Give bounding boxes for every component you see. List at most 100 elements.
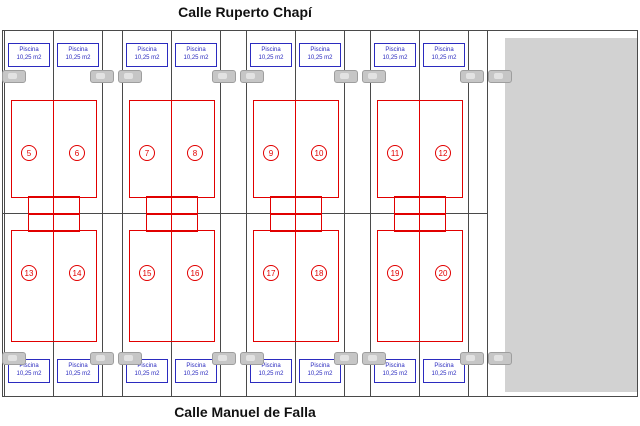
car-icon bbox=[362, 352, 386, 365]
car-icon bbox=[240, 70, 264, 83]
car-icon bbox=[240, 352, 264, 365]
pool-label: Piscina bbox=[19, 47, 39, 54]
pool-box: Piscina 10,25 m2 bbox=[299, 43, 341, 67]
car-icon bbox=[460, 352, 484, 365]
house-outline-bottom bbox=[11, 230, 97, 342]
pool-label: Piscina bbox=[186, 47, 206, 54]
party-wall-line bbox=[53, 213, 54, 340]
house-patio-top bbox=[28, 196, 80, 215]
plot-number: 9 bbox=[263, 145, 279, 161]
pool-area: 10,25 m2 bbox=[307, 55, 333, 61]
car-icon bbox=[90, 70, 114, 83]
pool-label: Piscina bbox=[261, 363, 281, 370]
pool-label: Piscina bbox=[310, 47, 330, 54]
car-icon bbox=[362, 70, 386, 83]
pool-box: Piscina 10,25 m2 bbox=[250, 359, 292, 383]
pool-area: 10,25 m2 bbox=[134, 371, 160, 377]
plot-block-3: Piscina 10,25 m2 Piscina 10,25 m2 Piscin… bbox=[246, 30, 345, 396]
party-wall-line bbox=[295, 213, 296, 340]
house-patio-top bbox=[394, 196, 446, 215]
pool-label: Piscina bbox=[137, 47, 157, 54]
house-outline-top bbox=[253, 100, 339, 198]
pool-area: 10,25 m2 bbox=[258, 55, 284, 61]
house-outline-bottom bbox=[253, 230, 339, 342]
pool-label: Piscina bbox=[434, 47, 454, 54]
car-icon bbox=[488, 70, 512, 83]
pool-label: Piscina bbox=[261, 47, 281, 54]
pool-label: Piscina bbox=[434, 363, 454, 370]
pool-box: Piscina 10,25 m2 bbox=[175, 359, 217, 383]
pool-area: 10,25 m2 bbox=[16, 371, 42, 377]
party-wall-line bbox=[171, 100, 172, 213]
right-boundary-line bbox=[487, 30, 488, 396]
party-wall-line bbox=[419, 213, 420, 340]
pool-area: 10,25 m2 bbox=[307, 371, 333, 377]
pool-area: 10,25 m2 bbox=[65, 55, 91, 61]
car-icon bbox=[118, 70, 142, 83]
car-icon bbox=[118, 352, 142, 365]
plot-number: 15 bbox=[139, 265, 155, 281]
car-icon bbox=[334, 352, 358, 365]
plot-block-4: Piscina 10,25 m2 Piscina 10,25 m2 Piscin… bbox=[370, 30, 469, 396]
plot-number: 13 bbox=[21, 265, 37, 281]
empty-gray-area bbox=[505, 38, 637, 392]
plot-number: 19 bbox=[387, 265, 403, 281]
house-outline-top bbox=[129, 100, 215, 198]
plot-number: 8 bbox=[187, 145, 203, 161]
pool-box: Piscina 10,25 m2 bbox=[175, 43, 217, 67]
pool-area: 10,25 m2 bbox=[183, 371, 209, 377]
pool-label: Piscina bbox=[186, 363, 206, 370]
car-icon bbox=[90, 352, 114, 365]
house-outline-top bbox=[377, 100, 463, 198]
house-outline-bottom bbox=[129, 230, 215, 342]
house-outline-bottom bbox=[377, 230, 463, 342]
plot-block-1: Piscina 10,25 m2 Piscina 10,25 m2 Piscin… bbox=[4, 30, 103, 396]
pool-box: Piscina 10,25 m2 bbox=[423, 359, 465, 383]
party-wall-line bbox=[171, 213, 172, 340]
pool-label: Piscina bbox=[137, 363, 157, 370]
house-patio-top bbox=[146, 196, 198, 215]
pool-area: 10,25 m2 bbox=[65, 371, 91, 377]
house-patio-bottom bbox=[270, 213, 322, 232]
plot-number: 17 bbox=[263, 265, 279, 281]
plot-number: 18 bbox=[311, 265, 327, 281]
party-wall-line bbox=[419, 100, 420, 213]
car-icon bbox=[488, 352, 512, 365]
party-wall-line bbox=[295, 100, 296, 213]
pool-box: Piscina 10,25 m2 bbox=[8, 43, 50, 67]
pool-box: Piscina 10,25 m2 bbox=[250, 43, 292, 67]
street-name-bottom: Calle Manuel de Falla bbox=[174, 404, 316, 420]
plot-number: 7 bbox=[139, 145, 155, 161]
plot-number: 10 bbox=[311, 145, 327, 161]
pool-label: Piscina bbox=[385, 47, 405, 54]
plot-number: 6 bbox=[69, 145, 85, 161]
pool-box: Piscina 10,25 m2 bbox=[126, 43, 168, 67]
plot-number: 12 bbox=[435, 145, 451, 161]
house-patio-bottom bbox=[28, 213, 80, 232]
pool-area: 10,25 m2 bbox=[431, 55, 457, 61]
party-wall-line bbox=[53, 100, 54, 213]
car-icon bbox=[2, 70, 26, 83]
car-icon bbox=[212, 70, 236, 83]
house-patio-top bbox=[270, 196, 322, 215]
plot-number: 14 bbox=[69, 265, 85, 281]
street-name-top: Calle Ruperto Chapí bbox=[178, 4, 312, 20]
pool-label: Piscina bbox=[68, 47, 88, 54]
pool-label: Piscina bbox=[310, 363, 330, 370]
car-icon bbox=[460, 70, 484, 83]
pool-area: 10,25 m2 bbox=[431, 371, 457, 377]
plot-number: 5 bbox=[21, 145, 37, 161]
pool-label: Piscina bbox=[19, 363, 39, 370]
house-outline-top bbox=[11, 100, 97, 198]
house-patio-bottom bbox=[394, 213, 446, 232]
pool-area: 10,25 m2 bbox=[134, 55, 160, 61]
house-patio-bottom bbox=[146, 213, 198, 232]
pool-box: Piscina 10,25 m2 bbox=[57, 43, 99, 67]
mid-plot-line bbox=[2, 213, 488, 214]
car-icon bbox=[2, 352, 26, 365]
pool-box: Piscina 10,25 m2 bbox=[423, 43, 465, 67]
pool-box: Piscina 10,25 m2 bbox=[374, 43, 416, 67]
pool-area: 10,25 m2 bbox=[382, 371, 408, 377]
pool-area: 10,25 m2 bbox=[258, 371, 284, 377]
pool-area: 10,25 m2 bbox=[183, 55, 209, 61]
